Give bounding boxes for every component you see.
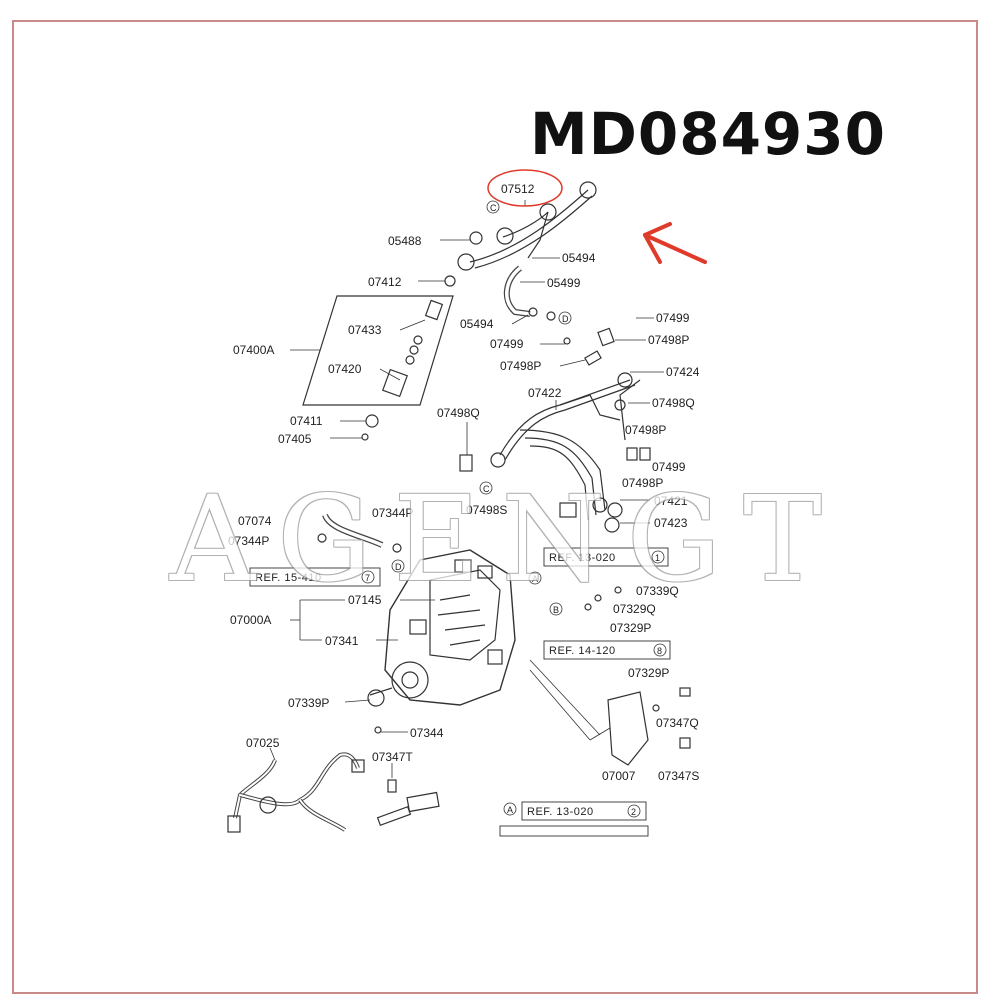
- diagram-text: 1: [655, 553, 660, 563]
- part-labels: 07512 05488 05494 05499 07412 05494 0743…: [228, 182, 700, 783]
- label-07329P: 07329P: [628, 666, 669, 680]
- label-07422: 07422: [528, 386, 562, 400]
- label-07423: 07423: [654, 516, 688, 530]
- label-07344P: 07344P: [228, 534, 269, 548]
- diagram-text: C: [490, 203, 497, 213]
- injection-pump-body: [369, 549, 516, 706]
- label-07498P: 07498P: [500, 359, 541, 373]
- label-07329P: 07329P: [610, 621, 651, 635]
- label-07339P: 07339P: [288, 696, 329, 710]
- diagram-text: C: [483, 484, 490, 494]
- diagram-text: REF. 15-410: [255, 572, 322, 584]
- ref-box-3: REF. 14-120 8: [543, 640, 671, 660]
- ref-box-2: REF. 15-410 7: [249, 567, 381, 587]
- label-05488: 05488: [388, 234, 422, 248]
- red-arrow-icon: [643, 222, 707, 264]
- ref-box-4: REF. 13-020 2: [499, 801, 649, 837]
- kit-box-07400A: [302, 295, 454, 406]
- diagram-text: D: [562, 314, 569, 324]
- label-07499: 07499: [656, 311, 690, 325]
- label-07339Q: 07339Q: [636, 584, 679, 598]
- label-07498P: 07498P: [622, 476, 663, 490]
- label-07344P: 07344P: [372, 506, 413, 520]
- label-07498Q: 07498Q: [437, 406, 480, 420]
- diagram-text: REF. 13-020: [527, 806, 594, 818]
- watermark: AGENGT: [170, 470, 844, 608]
- label-05494: 05494: [460, 317, 494, 331]
- label-07498Q: 07498Q: [652, 396, 695, 410]
- label-07424: 07424: [666, 365, 700, 379]
- cover-plate: [607, 691, 649, 766]
- label-07420: 07420: [328, 362, 362, 376]
- label-05494: 05494: [562, 251, 596, 265]
- label-07498P: 07498P: [625, 423, 666, 437]
- diagram-text: 7: [365, 573, 370, 583]
- label-07000A: 07000A: [230, 613, 271, 627]
- label-07025: 07025: [246, 736, 280, 750]
- diagram-text: 8: [657, 646, 662, 656]
- label-07421: 07421: [654, 494, 688, 508]
- image-frame: [12, 20, 978, 994]
- diagram-text: A: [532, 574, 538, 584]
- label-07499: 07499: [490, 337, 524, 351]
- label-05499: 05499: [547, 276, 581, 290]
- diagram-text: B: [553, 605, 559, 615]
- label-07498S: 07498S: [466, 503, 507, 517]
- label-07145: 07145: [348, 593, 382, 607]
- callout-letters: C D A B C D A: [395, 203, 569, 815]
- diagram-text: A: [507, 805, 513, 815]
- label-07007: 07007: [602, 769, 636, 783]
- label-07344: 07344: [410, 726, 444, 740]
- label-07498P: 07498P: [648, 333, 689, 347]
- label-07411: 07411: [290, 414, 323, 428]
- label-07512: 07512: [501, 182, 535, 196]
- label-07347T: 07347T: [372, 750, 413, 764]
- diagram-text: 2: [631, 807, 636, 817]
- highlight-circle: [487, 169, 563, 207]
- diagram-text: REF. 14-120: [549, 645, 616, 657]
- label-07412: 07412: [368, 275, 402, 289]
- label-07329Q: 07329Q: [613, 602, 656, 616]
- callouts: [391, 200, 572, 816]
- diagram-text: D: [395, 562, 402, 572]
- label-07347Q: 07347Q: [656, 716, 699, 730]
- injection-pipe-1: [469, 189, 589, 263]
- part-number-title: MD084930: [530, 100, 886, 168]
- label-07347S: 07347S: [658, 769, 699, 783]
- pipe-nut: [579, 181, 597, 199]
- label-07433: 07433: [348, 323, 382, 337]
- label-07341: 07341: [325, 634, 359, 648]
- label-07400A: 07400A: [233, 343, 274, 357]
- label-07405: 07405: [278, 432, 312, 446]
- diagram-text: REF. 13-020: [549, 552, 616, 564]
- label-07074: 07074: [238, 514, 272, 528]
- ref-box-1: REF. 13-020 1: [543, 547, 669, 567]
- label-07499: 07499: [652, 460, 686, 474]
